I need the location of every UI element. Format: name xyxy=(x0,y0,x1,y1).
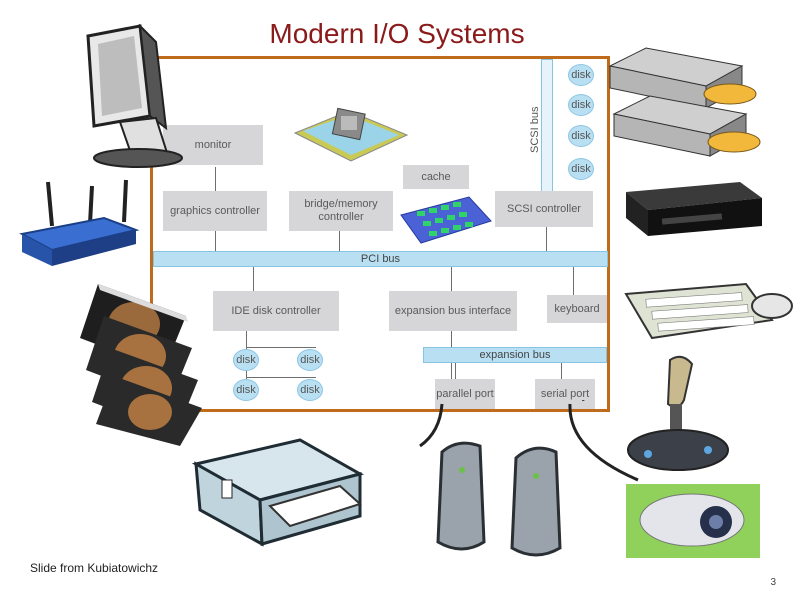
wire-bridge xyxy=(339,209,340,257)
printer-icon xyxy=(191,438,364,547)
scsi-disk-1: disk xyxy=(568,64,594,86)
cd-drive-icon xyxy=(608,47,761,157)
slide-title: Modern I/O Systems xyxy=(269,18,525,49)
wire-expansion xyxy=(451,259,452,291)
wire-ide-disks-h2 xyxy=(246,377,316,378)
scsi-disk-2: disk xyxy=(568,94,594,116)
keyboard-box: keyboard xyxy=(547,295,607,323)
speakers-icon xyxy=(436,441,562,557)
chipset-icon xyxy=(293,107,409,162)
parallel-port-box: parallel port xyxy=(435,379,495,409)
io-diagram: SCSI bus disk disk disk disk monitor cac… xyxy=(150,56,610,412)
dvd-drive-icon xyxy=(626,182,762,236)
webcam-icon xyxy=(639,493,745,547)
ide-disk-3: disk xyxy=(233,379,259,401)
graphics-controller-box: graphics controller xyxy=(163,191,267,231)
cables xyxy=(419,400,639,482)
wire-ide xyxy=(253,259,254,291)
ide-disk-controller-box: IDE disk controller xyxy=(213,291,339,331)
ide-disk-4: disk xyxy=(297,379,323,401)
scsi-bus-label: SCSI bus xyxy=(529,106,541,153)
memory-icon xyxy=(400,196,492,244)
pci-bus: PCI bus xyxy=(153,251,608,267)
router-icon xyxy=(19,179,140,266)
keyboard-mouse-icon xyxy=(624,282,793,340)
wire-serial xyxy=(561,356,562,380)
wire-parallel xyxy=(455,356,456,380)
expansion-bus: expansion bus xyxy=(423,347,607,363)
cache-box: cache xyxy=(403,165,469,189)
scsi-controller-box: SCSI controller xyxy=(495,191,593,227)
wire-keyboard xyxy=(573,259,574,295)
joystick-icon xyxy=(627,355,729,471)
scsi-bus xyxy=(541,59,553,199)
ide-disk-1: disk xyxy=(233,349,259,371)
page-number: 3 xyxy=(770,577,776,588)
wire-ide-disks-h1 xyxy=(246,347,316,348)
hard-disk-stack-icon xyxy=(80,284,202,446)
slide-footer: Slide from Kubiatowichz xyxy=(30,561,159,575)
bridge-memory-controller-box: bridge/memory controller xyxy=(289,191,393,231)
ide-disk-2: disk xyxy=(297,349,323,371)
expansion-bus-interface-box: expansion bus interface xyxy=(389,291,517,331)
scsi-disk-4: disk xyxy=(568,158,594,180)
monitor-icon xyxy=(86,24,183,168)
scsi-disk-3: disk xyxy=(568,125,594,147)
serial-port-box: serial port xyxy=(535,379,595,409)
